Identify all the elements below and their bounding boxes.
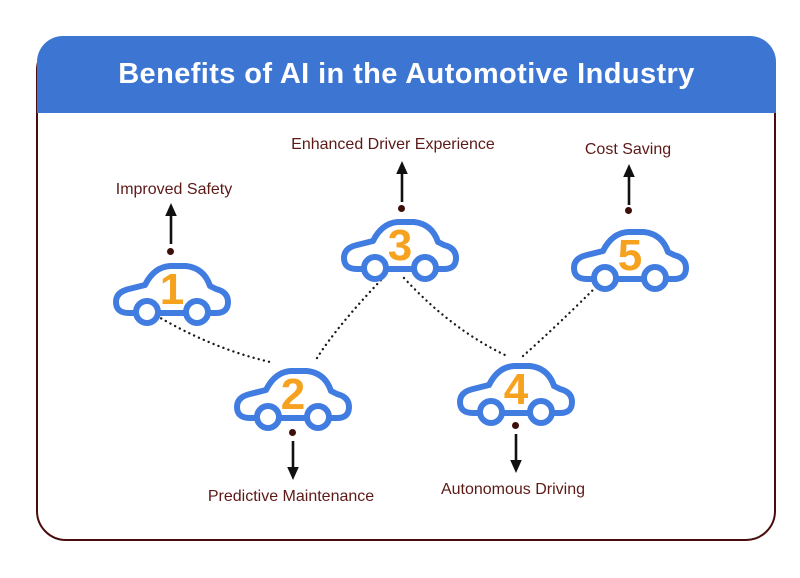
car-icon: 4 [457, 363, 575, 426]
car-icon: 1 [113, 263, 231, 326]
car-number-2: 2 [281, 370, 305, 419]
car-icon: 3 [341, 219, 459, 282]
car-number-4: 4 [504, 365, 529, 414]
title-bar: Benefits of AI in the Automotive Industr… [37, 36, 776, 113]
page-title: Benefits of AI in the Automotive Industr… [118, 58, 695, 90]
car-4: 4 [454, 356, 578, 430]
car-icon: 5 [571, 229, 689, 292]
car-number-3: 3 [388, 221, 412, 270]
benefit-label-autonomous-driving: Autonomous Driving [440, 481, 586, 498]
car-number-1: 1 [160, 265, 184, 314]
connector-dot [398, 205, 405, 212]
benefit-label-predictive-maintenance: Predictive Maintenance [207, 488, 375, 505]
arrow-up-icon [165, 203, 177, 244]
connector-dot [512, 422, 519, 429]
connector-dot [167, 248, 174, 255]
car-3: 3 [338, 212, 462, 286]
benefit-label-enhanced-driver-experience: Enhanced Driver Experience [291, 136, 495, 153]
arrow-up-icon [396, 161, 408, 202]
arrow-down-icon [510, 434, 522, 473]
car-1: 1 [110, 256, 234, 330]
car-2: 2 [231, 361, 355, 435]
car-5: 5 [568, 222, 692, 296]
arrow-up-icon [623, 164, 635, 205]
car-icon: 2 [234, 368, 352, 431]
arrow-down-icon [287, 441, 299, 480]
car-number-5: 5 [618, 231, 642, 280]
benefit-label-improved-safety: Improved Safety [115, 181, 233, 198]
connector-dot [625, 207, 632, 214]
benefit-label-cost-saving: Cost Saving [584, 141, 672, 158]
connector-dot [289, 429, 296, 436]
